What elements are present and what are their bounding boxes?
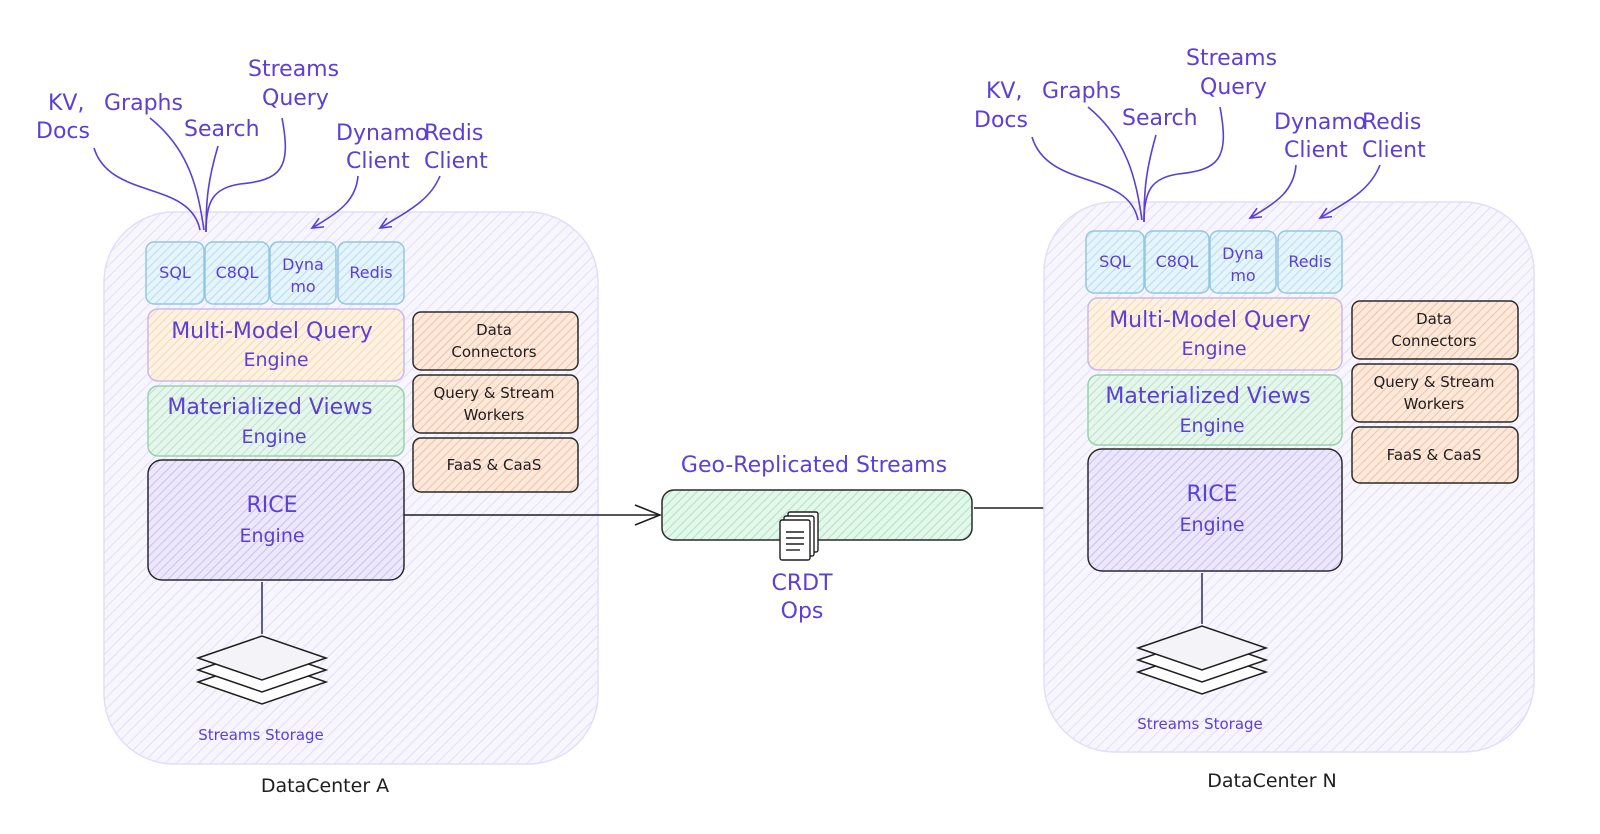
dc-a-data-connectors-label-1: Data xyxy=(476,321,512,339)
datacenter-n: KV, Docs Graphs Search Streams Query Dyn… xyxy=(974,46,1535,792)
dc-n-api-dynamo-label-2: mo xyxy=(1230,266,1255,285)
dc-a-api-sql-label: SQL xyxy=(159,263,191,282)
dc-a-multi-model-query-engine[interactable] xyxy=(147,308,405,382)
dc-n-label-graphs: Graphs xyxy=(1042,79,1121,104)
geo-replication: Geo-Replicated Streams CRDT Ops xyxy=(404,453,1084,624)
dc-a-label-search: Search xyxy=(184,117,260,142)
dc-a-api-dynamo[interactable] xyxy=(269,241,337,305)
dc-n-multi-model-label-1: Multi-Model Query xyxy=(1109,308,1311,333)
dc-n-label-dynamo: Dynamo xyxy=(1274,110,1366,135)
dc-a-multi-model-label-2: Engine xyxy=(243,349,308,371)
dc-a-storage-stack-icon xyxy=(195,635,329,705)
dc-n-api-sql[interactable] xyxy=(1085,230,1145,294)
dc-a-api-c8ql[interactable] xyxy=(204,241,270,305)
dc-a-label-dynamo: Dynamo xyxy=(336,121,428,146)
dc-n-api-redis[interactable] xyxy=(1277,230,1343,294)
crdt-ops-label-2: Ops xyxy=(781,599,824,624)
dc-a-rice-engine[interactable] xyxy=(147,459,405,581)
dc-n-multi-model-query-engine[interactable] xyxy=(1087,297,1343,371)
dc-a-name: DataCenter A xyxy=(261,775,389,797)
dc-n-arrow-query xyxy=(1143,106,1225,223)
dc-n-faas-caas[interactable] xyxy=(1351,426,1519,484)
dc-n-api-dynamo-label-1: Dyna xyxy=(1222,244,1264,263)
dc-a-arrow-graphs xyxy=(149,117,205,231)
dc-n-api-sql-label: SQL xyxy=(1099,252,1131,271)
dc-n-data-connectors[interactable] xyxy=(1351,300,1519,360)
datacenter-a: KV, Docs Graphs Search Streams Query Dyn… xyxy=(36,57,599,797)
dc-n-storage-label: Streams Storage xyxy=(1137,715,1263,733)
dc-n-label-client2: Client xyxy=(1362,138,1426,163)
dc-n-rice-engine[interactable] xyxy=(1087,448,1343,572)
dc-a-label-graphs: Graphs xyxy=(104,91,183,116)
geo-replicated-streams-title: Geo-Replicated Streams xyxy=(681,453,947,478)
dc-a-mat-views-label-2: Engine xyxy=(241,426,306,448)
dc-a-multi-model-label-1: Multi-Model Query xyxy=(171,319,373,344)
dc-n-mat-views-label-2: Engine xyxy=(1179,415,1244,437)
dc-n-mat-views-label-1: Materialized Views xyxy=(1105,384,1310,409)
dc-n-rice-label-2: Engine xyxy=(1179,514,1244,536)
dc-a-materialized-views-engine[interactable] xyxy=(147,385,405,457)
dc-n-multi-model-label-2: Engine xyxy=(1181,338,1246,360)
dc-a-storage-label: Streams Storage xyxy=(198,726,324,744)
dc-n-data-connectors-label-1: Data xyxy=(1416,310,1452,328)
dc-n-label-docs: Docs xyxy=(974,108,1028,133)
dc-n-workers-label-2: Workers xyxy=(1404,395,1465,413)
dc-n-label-redis: Redis xyxy=(1362,110,1421,135)
dc-a-rice-label-1: RICE xyxy=(246,493,297,518)
dc-n-workers-label-1: Query & Stream xyxy=(1373,373,1494,391)
dc-n-api-c8ql[interactable] xyxy=(1144,230,1210,294)
dc-n-rice-label-1: RICE xyxy=(1186,482,1237,507)
dc-n-arrow-graphs xyxy=(1087,106,1143,221)
dc-a-label-docs: Docs xyxy=(36,119,90,144)
dc-a-rice-label-2: Engine xyxy=(239,525,304,547)
dc-a-api-redis[interactable] xyxy=(337,241,405,305)
dc-a-api-redis-label: Redis xyxy=(349,263,392,282)
dc-n-api-redis-label: Redis xyxy=(1288,252,1331,271)
crdt-ops-label-1: CRDT xyxy=(771,571,833,596)
dc-n-faas-label: FaaS & CaaS xyxy=(1387,446,1482,464)
dc-n-api-c8ql-label: C8QL xyxy=(1156,252,1199,271)
dc-a-arrow-redis[interactable] xyxy=(378,175,441,229)
dc-n-arrow-docs xyxy=(1031,136,1139,221)
dc-n-label-query: Query xyxy=(1200,75,1267,100)
dc-a-faas-caas[interactable] xyxy=(412,437,579,493)
dc-n-label-streams: Streams xyxy=(1186,46,1277,71)
dc-n-label-kv: KV, xyxy=(986,79,1022,104)
dc-a-api-dynamo-label-2: mo xyxy=(290,277,315,296)
dc-a-api-sql[interactable] xyxy=(145,241,205,305)
dc-n-name: DataCenter N xyxy=(1207,770,1337,792)
dc-n-materialized-views-engine[interactable] xyxy=(1087,374,1343,446)
dc-a-arrow-query xyxy=(205,117,287,233)
dc-a-label-query: Query xyxy=(262,86,329,111)
dc-n-arrow-redis[interactable] xyxy=(1318,164,1381,219)
dc-a-workers-label-2: Workers xyxy=(464,406,525,424)
dc-a-label-streams: Streams xyxy=(248,57,339,82)
dc-n-arrow-dynamo[interactable] xyxy=(1248,164,1297,219)
dc-a-data-connectors[interactable] xyxy=(412,311,579,371)
dc-a-label-client1: Client xyxy=(346,149,410,174)
dc-a-label-redis: Redis xyxy=(424,121,483,146)
dc-a-data-connectors-label-2: Connectors xyxy=(451,343,536,361)
dc-n-label-search: Search xyxy=(1122,106,1198,131)
dc-a-arrow-dynamo[interactable] xyxy=(310,175,359,229)
dc-a-api-dynamo-label-1: Dyna xyxy=(282,255,324,274)
dc-n-data-connectors-label-2: Connectors xyxy=(1391,332,1476,350)
dc-a-faas-label: FaaS & CaaS xyxy=(447,456,542,474)
dc-a-workers-label-1: Query & Stream xyxy=(433,384,554,402)
dc-n-api-dynamo[interactable] xyxy=(1209,230,1277,294)
dc-a-arrow-docs xyxy=(93,147,201,231)
dc-a-api-c8ql-label: C8QL xyxy=(216,263,259,282)
dc-a-query-stream-workers[interactable] xyxy=(412,374,579,434)
dc-a-label-kv: KV, xyxy=(48,91,84,116)
dc-n-query-stream-workers[interactable] xyxy=(1351,363,1519,423)
dc-n-storage-stack-icon xyxy=(1135,625,1269,695)
dc-n-label-client1: Client xyxy=(1284,138,1348,163)
crdt-document-icon xyxy=(779,511,819,561)
dc-a-label-client2: Client xyxy=(424,149,488,174)
dc-a-mat-views-label-1: Materialized Views xyxy=(167,395,372,420)
